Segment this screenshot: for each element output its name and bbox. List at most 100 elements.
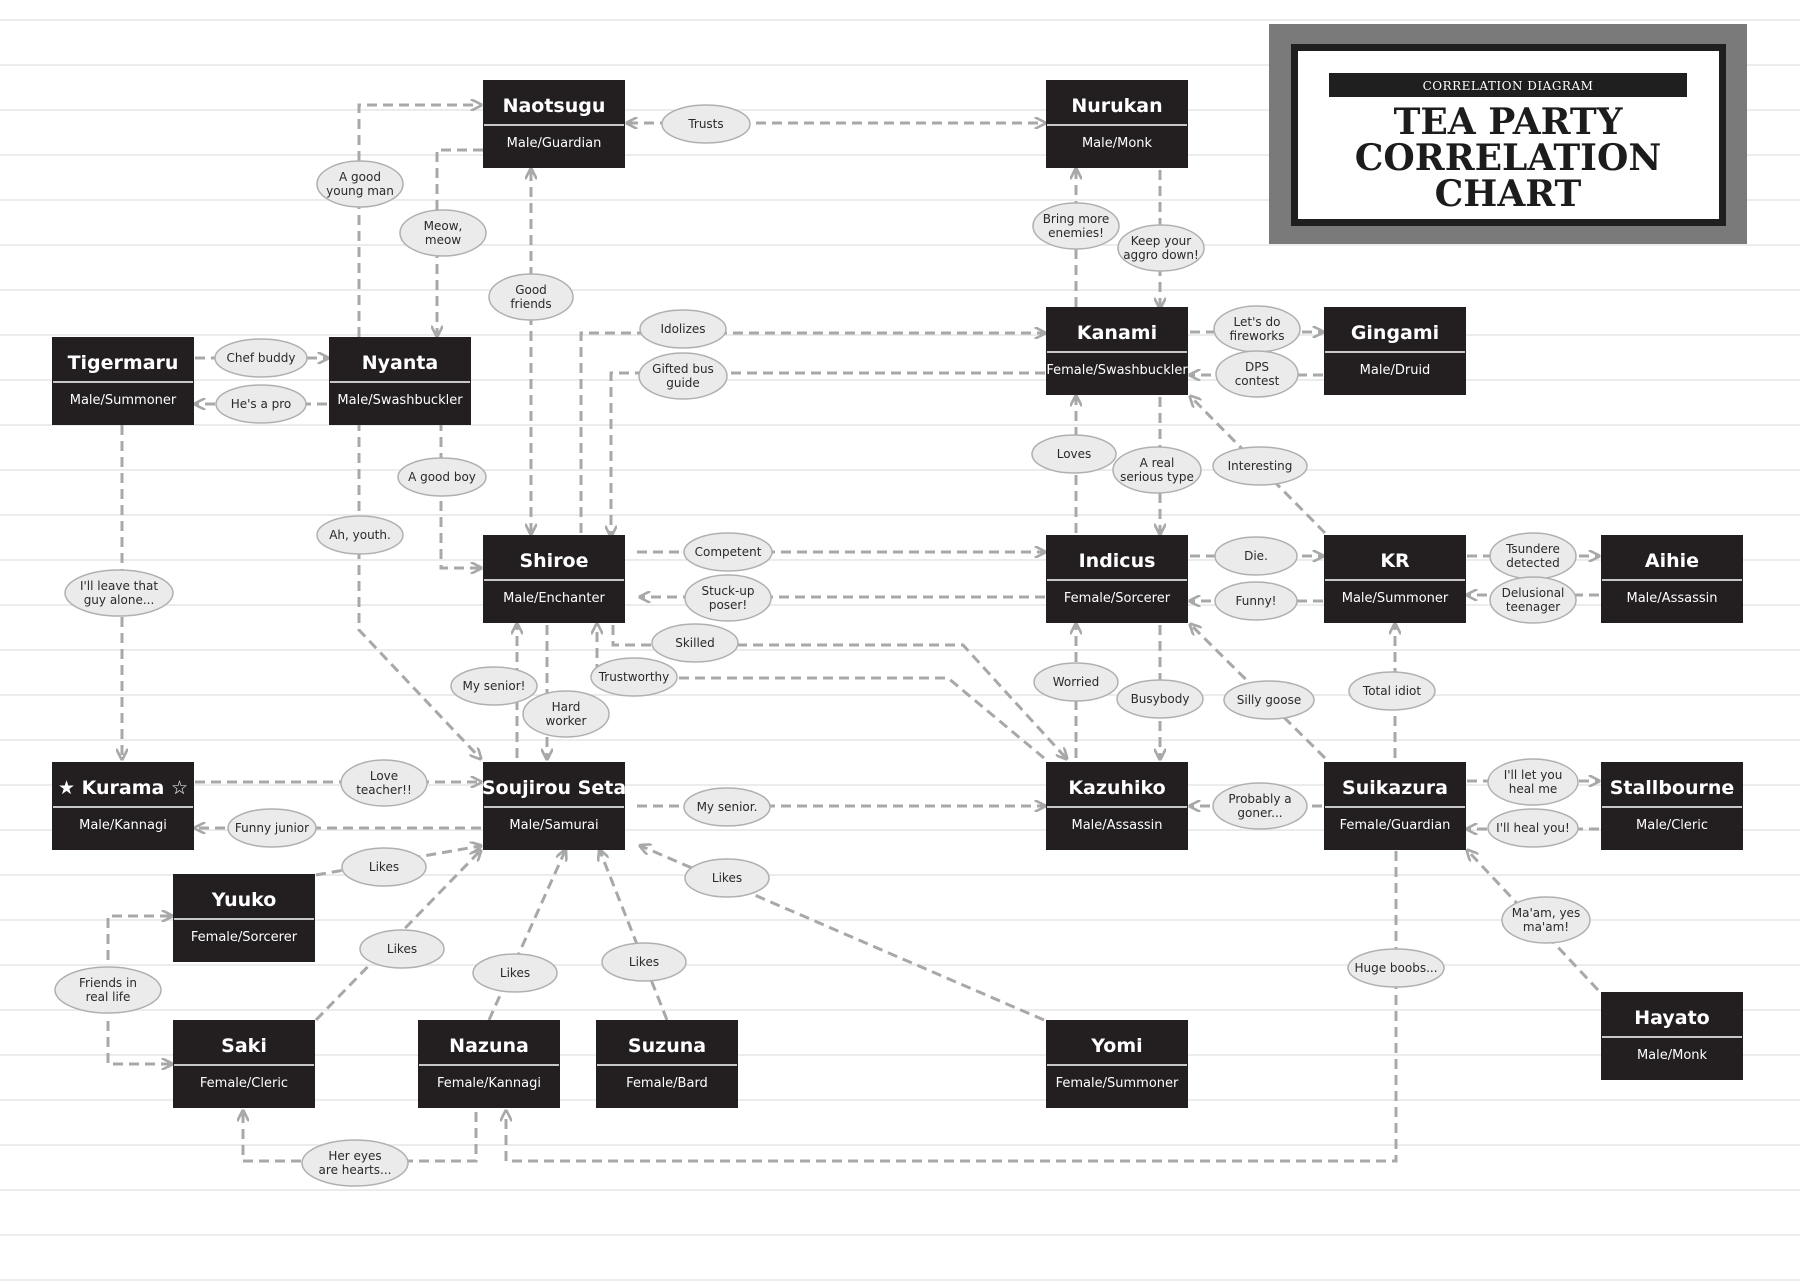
label-text: serious type xyxy=(1120,470,1194,484)
edge-kazuhiko-shiroe xyxy=(597,625,1045,760)
label-text: Loves xyxy=(1057,447,1092,461)
edge-suikazura-nazuna xyxy=(506,851,1398,1163)
label-text: guide xyxy=(666,376,700,390)
node-role: Male/Assassin xyxy=(1627,591,1718,606)
label-text: Let's do xyxy=(1234,315,1281,329)
label-text: Tsundere xyxy=(1505,542,1560,556)
node-name: Suzuna xyxy=(628,1035,706,1057)
node-name: Gingami xyxy=(1351,322,1439,344)
label-text: Bring more xyxy=(1043,212,1110,226)
node-role: Male/Summoner xyxy=(1342,591,1449,606)
label-text: Stuck-up xyxy=(701,584,754,598)
label-text: worker xyxy=(546,714,587,728)
label-loves: Loves xyxy=(1031,434,1117,474)
label-competent: Competent xyxy=(683,532,773,572)
label-good_boy: A good boy xyxy=(397,457,487,497)
node-role: Male/Monk xyxy=(1082,136,1153,151)
label-text: Die. xyxy=(1244,549,1268,563)
edge-kanami-shiroe xyxy=(611,371,1045,535)
label-text: Hard xyxy=(552,700,581,714)
label-text: Ah, youth. xyxy=(329,528,391,542)
edge-nyanta-naotsugu xyxy=(357,105,480,337)
node-role: Male/Assassin xyxy=(1072,818,1163,833)
edge-friends-yuuko xyxy=(106,916,171,960)
node-name: Nurukan xyxy=(1071,95,1162,117)
label-text: Funny junior xyxy=(235,821,309,835)
edge-friends-saki xyxy=(106,1021,171,1064)
label-text: A good boy xyxy=(408,470,476,484)
label-likes_yomi: Likes xyxy=(684,858,770,898)
label-text: are hearts... xyxy=(319,1163,392,1177)
label-text: Trusts xyxy=(687,117,723,131)
label-text: Busybody xyxy=(1131,692,1190,706)
node-name: Nazuna xyxy=(449,1035,529,1057)
label-text: He's a pro xyxy=(231,397,292,411)
label-text: Skilled xyxy=(675,636,715,650)
label-text: teacher!! xyxy=(356,783,412,797)
node-role: Male/Kannagi xyxy=(79,818,167,833)
label-text: DPS xyxy=(1245,360,1269,374)
label-hes_a_pro: He's a pro xyxy=(215,384,307,424)
label-text: heal me xyxy=(1509,782,1558,796)
label-funny_junior: Funny junior xyxy=(227,808,317,848)
label-text: I'll heal you! xyxy=(1496,821,1570,835)
label-text: detected xyxy=(1506,556,1559,570)
label-text: A good xyxy=(339,170,381,184)
label-text: Likes xyxy=(712,871,742,885)
label-text: Trustworthy xyxy=(598,670,670,684)
label-text: Competent xyxy=(695,545,762,559)
node-role: Female/Sorcerer xyxy=(1064,591,1171,606)
label-text: Her eyes xyxy=(328,1149,381,1163)
node-role: Female/Kannagi xyxy=(437,1076,541,1091)
label-text: Huge boobs... xyxy=(1354,961,1437,975)
label-my_senior_dot: My senior. xyxy=(683,787,771,827)
label-likes_yuuko: Likes xyxy=(341,847,427,887)
node-name: Nyanta xyxy=(362,352,439,374)
node-name: Naotsugu xyxy=(503,95,606,117)
label-text: Idolizes xyxy=(660,322,705,336)
node-name: Yuuko xyxy=(211,889,277,911)
edge-nyanta-soujirou xyxy=(357,421,480,758)
label-text: Gifted bus xyxy=(652,362,714,376)
label-trusts: Trusts xyxy=(661,104,751,144)
node-name: Stallbourne xyxy=(1610,777,1735,799)
label-meow: Meow,meow xyxy=(399,209,487,257)
label-text: Probably a xyxy=(1228,792,1291,806)
edge-yomi-soujirou xyxy=(641,846,1045,1022)
edge-shiroe-kazuhiko xyxy=(611,625,1066,758)
label-likes_nazuna: Likes xyxy=(472,953,558,993)
label-busybody: Busybody xyxy=(1116,679,1204,719)
node-name: Kanami xyxy=(1077,322,1157,344)
label-likes_saki: Likes xyxy=(359,929,445,969)
title-line-1: TEA PARTY xyxy=(1394,101,1624,143)
label-text: Silly goose xyxy=(1237,693,1301,707)
edge-naotsugu-nyanta xyxy=(437,148,483,335)
title-panel: CORRELATION DIAGRAM TEA PARTY CORRELATIO… xyxy=(1269,24,1747,244)
label-text: poser! xyxy=(709,598,747,612)
node-role: Female/Bard xyxy=(626,1076,708,1091)
node-role: Male/Summoner xyxy=(70,393,177,408)
